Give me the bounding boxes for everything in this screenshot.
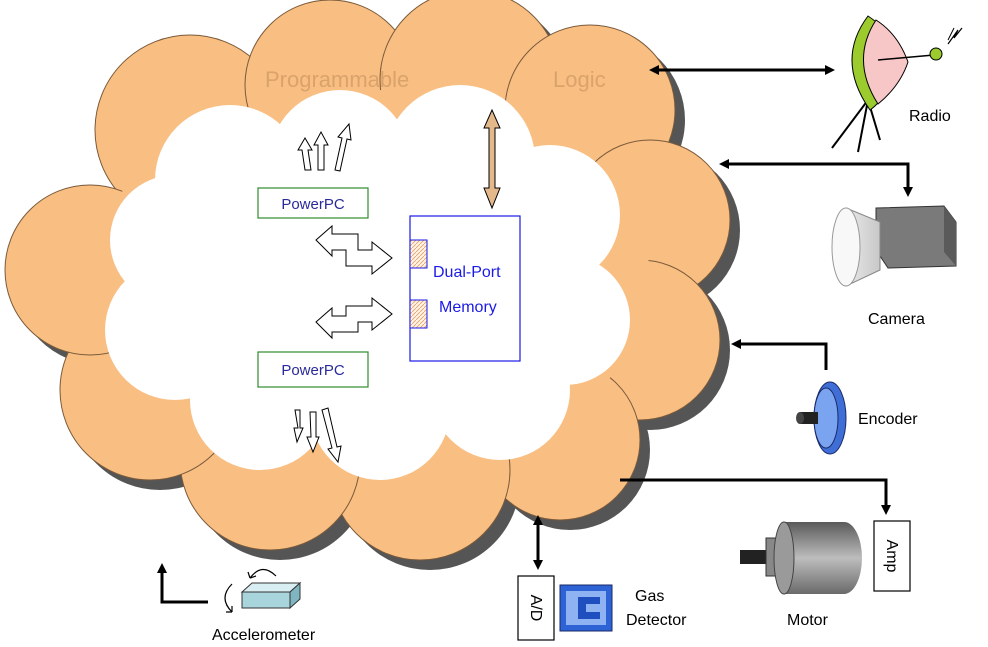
powerpc-bottom-memory-arrow <box>315 296 393 340</box>
camera-icon <box>831 205 957 287</box>
powerpc-top-box <box>257 187 369 219</box>
ad-box <box>517 575 555 641</box>
cloud-label-logic: Logic <box>553 67 606 92</box>
camera-link-arrow <box>719 159 913 197</box>
accelerometer-label: Accelerometer <box>212 627 316 644</box>
gas-detector-label-line1: Gas <box>635 588 664 605</box>
memory-port-a <box>409 239 428 269</box>
encoder-icon <box>796 381 847 455</box>
accelerometer-link-arrow <box>157 563 208 604</box>
powerpc-top-label: PowerPC <box>281 196 345 213</box>
cloud-label-programmable: Programmable <box>265 67 409 92</box>
gas-detector-label-line2: Detector <box>626 612 687 629</box>
camera-label: Camera <box>868 311 925 328</box>
radio-dish-icon <box>831 15 963 153</box>
accelerometer-icon <box>224 568 302 613</box>
amp-box <box>873 520 911 592</box>
powerpc-top-memory-arrow <box>315 224 393 276</box>
amp-link-arrow <box>620 478 891 515</box>
gas-detector-icon <box>559 584 613 632</box>
logic-memory-arrow <box>483 108 501 210</box>
encoder-label: Encoder <box>858 411 918 428</box>
ad-label: A/D <box>527 595 544 622</box>
memory-label-line1: Dual-Port <box>433 264 501 281</box>
powerpc-bottom-label: PowerPC <box>281 362 345 379</box>
amp-label: Amp <box>883 540 900 573</box>
powerpc-bottom-box <box>257 351 369 388</box>
dual-port-memory-box <box>409 215 521 362</box>
powerpc-bottom-io-arrows <box>293 407 342 464</box>
radio-label: Radio <box>909 108 951 125</box>
encoder-link-arrow <box>731 339 828 370</box>
motor-label: Motor <box>787 612 829 629</box>
motor-icon <box>740 521 862 595</box>
memory-port-b <box>409 299 428 329</box>
memory-label-line2: Memory <box>439 299 497 316</box>
powerpc-top-io-arrows <box>297 122 352 172</box>
